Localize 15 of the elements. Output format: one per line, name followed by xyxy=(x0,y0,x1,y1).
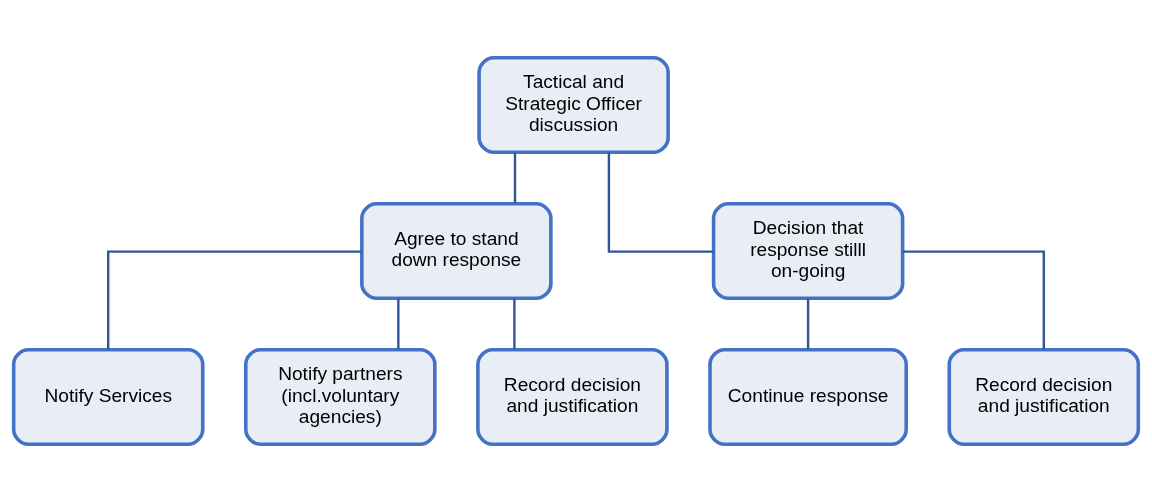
node-box: Notify Services xyxy=(11,347,205,446)
connector xyxy=(107,250,362,350)
connector xyxy=(513,152,517,204)
connector xyxy=(607,152,714,253)
node-box: Record decision and justification xyxy=(947,347,1141,446)
connector xyxy=(806,298,810,350)
connector xyxy=(513,298,516,350)
node-box: Tactical and Strategic Officer discussion xyxy=(477,56,670,155)
node-box: Agree to stand down response xyxy=(360,201,553,301)
node-box: Decision that response stilll on-going xyxy=(711,201,905,301)
connector xyxy=(397,298,400,350)
connector xyxy=(902,250,1045,350)
node-box: Record decision and justification xyxy=(476,347,669,446)
node-box: Continue response xyxy=(708,347,908,446)
node-box: Notify partners (incl.voluntary agencies) xyxy=(244,347,437,446)
